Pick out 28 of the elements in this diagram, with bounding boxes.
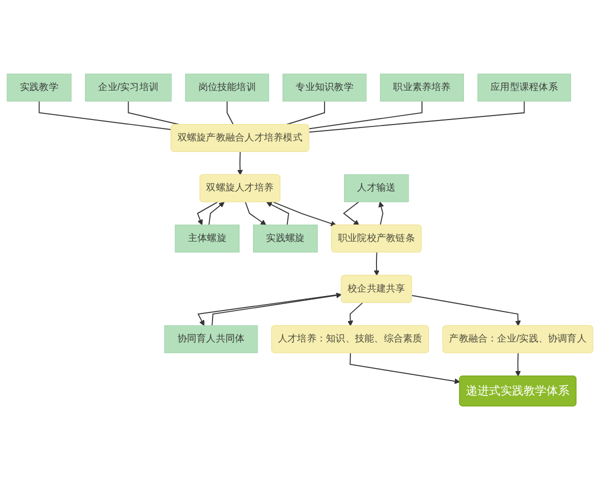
arrow [266,202,290,226]
arrow [412,295,521,326]
arrow [515,352,521,376]
connector [38,100,172,130]
node-box: 职业素养培养 [380,74,464,102]
arrow [197,202,218,226]
arrow [378,202,384,226]
connector [308,100,525,133]
arrow [273,202,336,226]
connector [286,100,326,126]
connector [308,100,422,130]
node-box: 人才输送 [344,174,409,202]
connector [226,100,234,126]
arrow [348,302,363,326]
node-box: 实践螺旋 [253,224,318,252]
node-box: 实践教学 [6,74,72,102]
arrow [208,202,225,226]
arrow [374,252,380,276]
node-box: 专业知识教学 [282,74,367,102]
node-box: 主体螺旋 [174,224,240,252]
arrow [342,201,360,226]
arrow [350,352,460,384]
node-box: 协同育人共同体 [164,325,258,354]
node-box: 应用型课程体系 [477,74,572,102]
arrow [237,151,243,176]
arrow [244,202,266,226]
node-box: 企业/实习培训 [85,74,172,102]
node-box: 岗位技能培训 [185,74,270,102]
